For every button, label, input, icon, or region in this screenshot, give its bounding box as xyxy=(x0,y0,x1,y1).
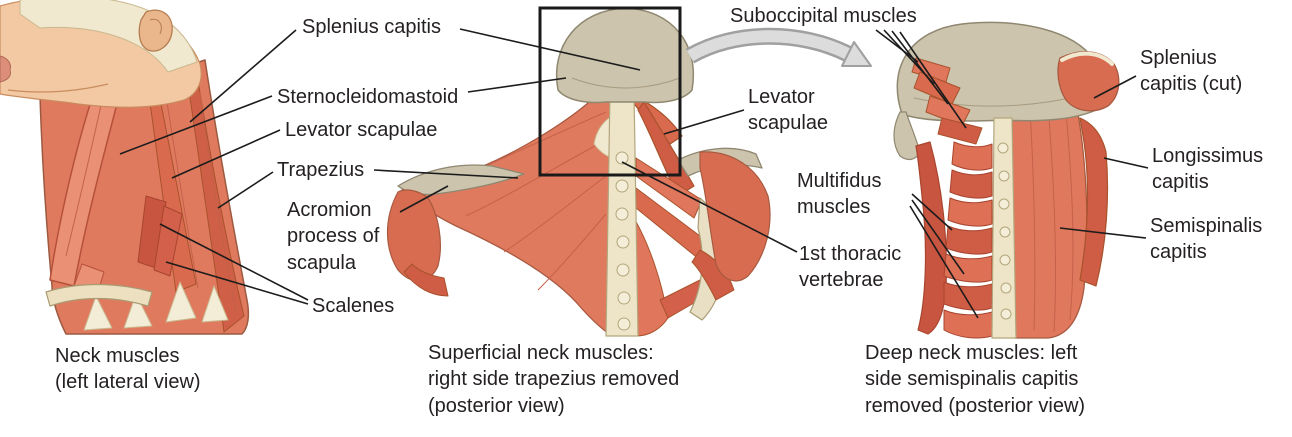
zoom-arrow-head xyxy=(841,41,872,67)
leader-sternocleidomastoid-lateral xyxy=(119,95,273,155)
deep-lateral-strip xyxy=(915,141,947,335)
label-levator-scapulae-posterior: Levator scapulae xyxy=(748,84,848,137)
caption-line: (left lateral view) xyxy=(55,371,201,394)
occipital-skull xyxy=(555,7,695,104)
splenius-cut-edge xyxy=(1060,51,1114,66)
label-longissimus-capitis: Longissimus capitis xyxy=(1152,143,1290,196)
label-first-thoracic-vertebrae: 1st thoracic vertebrae xyxy=(799,241,939,294)
label-trapezius: Trapezius xyxy=(277,159,365,181)
left-teres xyxy=(403,263,449,297)
caption-lateral-view: Neck muscles (left lateral view) xyxy=(55,343,255,396)
caption-line: removed (posterior view) xyxy=(865,394,1086,417)
zoom-arrow xyxy=(685,27,872,67)
leader-semispinalis xyxy=(1059,227,1147,239)
leader-acromion-process xyxy=(399,185,449,213)
label-line: 1st thoracic xyxy=(799,243,902,265)
caption-superficial-posterior: Superficial neck muscles: right side tra… xyxy=(428,340,728,419)
jaw-line xyxy=(7,83,109,93)
leader-splenius-capitis-posterior xyxy=(459,28,641,71)
leader-multifidus-1 xyxy=(911,193,953,231)
longissimus-capitis-muscle xyxy=(1079,117,1109,287)
label-line: capitis xyxy=(1152,171,1209,194)
label-suboccipital-muscles: Suboccipital muscles xyxy=(730,5,917,27)
ear-inner-line xyxy=(149,18,162,35)
label-line: process of xyxy=(287,225,380,248)
leader-lines xyxy=(119,28,1149,319)
scalene-middle xyxy=(153,205,183,277)
leader-longissimus xyxy=(1103,157,1149,169)
label-sternocleidomastoid: Sternocleidomastoid xyxy=(277,86,459,108)
label-line: Acromion xyxy=(287,199,372,221)
leader-multifidus-2 xyxy=(911,199,965,275)
label-scalenes: Scalenes xyxy=(312,295,395,317)
tendon-patches xyxy=(83,281,229,331)
label-splenius-capitis: Splenius capitis xyxy=(302,16,441,38)
caption-line: side semispinalis capitis xyxy=(865,368,1079,391)
leader-trapezius-lateral xyxy=(217,171,274,209)
erector-spinae xyxy=(633,217,669,337)
label-line: Semispinalis xyxy=(1150,215,1263,237)
lateral-view-figure xyxy=(0,0,250,335)
caption-line: Deep neck muscles: left xyxy=(865,342,1078,364)
leader-first-thoracic xyxy=(621,161,798,253)
leader-sternocleidomastoid-posterior xyxy=(467,77,567,93)
leader-levator-scapulae-lateral xyxy=(171,129,281,179)
label-levator-scapulae-lateral: Levator scapulae xyxy=(285,119,438,141)
label-line: Levator xyxy=(748,86,815,108)
leader-trapezius-posterior xyxy=(373,169,519,179)
label-line: Longissimus xyxy=(1152,145,1264,167)
multifidus-segments xyxy=(943,141,993,339)
nuchal-line xyxy=(571,77,681,89)
label-line: Splenius xyxy=(1140,47,1217,69)
ear xyxy=(138,9,173,52)
leader-scalenes-1 xyxy=(159,223,309,301)
semispinalis-capitis-muscle xyxy=(1011,97,1088,339)
inset-box xyxy=(538,6,682,177)
leader-splenius-cut xyxy=(1093,75,1137,99)
posterior-deep-figure xyxy=(893,21,1120,339)
teres-major xyxy=(691,249,735,301)
caption-line: (posterior view) xyxy=(428,394,565,417)
spinous-processes xyxy=(615,151,631,331)
posterior-superficial-figure xyxy=(386,7,771,337)
caption-line: Neck muscles xyxy=(55,345,180,367)
lips xyxy=(0,55,11,83)
label-line: capitis (cut) xyxy=(1140,73,1243,96)
leader-suboccipital-3 xyxy=(891,30,949,105)
label-acromion-process: Acromion process of scapula xyxy=(287,197,407,276)
label-line: muscles xyxy=(797,196,871,219)
caption-line: right side trapezius removed xyxy=(428,368,680,391)
semispinalis-striations xyxy=(1029,105,1074,333)
caption-deep-posterior: Deep neck muscles: left side semispinali… xyxy=(865,340,1145,419)
leader-splenius-capitis-lateral xyxy=(189,29,297,123)
label-line: Multifidus xyxy=(797,170,882,192)
leader-scalenes-2 xyxy=(165,261,309,305)
label-multifidus-muscles: Multifidus muscles xyxy=(797,168,917,221)
mastoid-process xyxy=(893,111,921,161)
label-semispinalis-capitis: Semispinalis capitis xyxy=(1150,213,1290,266)
leader-levator-scapulae-posterior xyxy=(663,109,745,135)
label-splenius-capitis-cut: Splenius capitis (cut) xyxy=(1140,45,1280,98)
clavicle xyxy=(45,283,153,307)
caption-line: Superficial neck muscles: xyxy=(428,342,654,364)
left-deltoid xyxy=(386,189,441,282)
leader-suboccipital-4 xyxy=(899,31,967,129)
label-line: scapulae xyxy=(748,112,829,135)
label-line: vertebrae xyxy=(799,269,884,292)
label-line: scapula xyxy=(287,251,356,274)
deep-spinous-processes xyxy=(997,142,1012,320)
right-deltoid xyxy=(699,151,771,282)
label-line: capitis xyxy=(1150,241,1207,264)
leader-multifidus-3 xyxy=(909,205,979,319)
